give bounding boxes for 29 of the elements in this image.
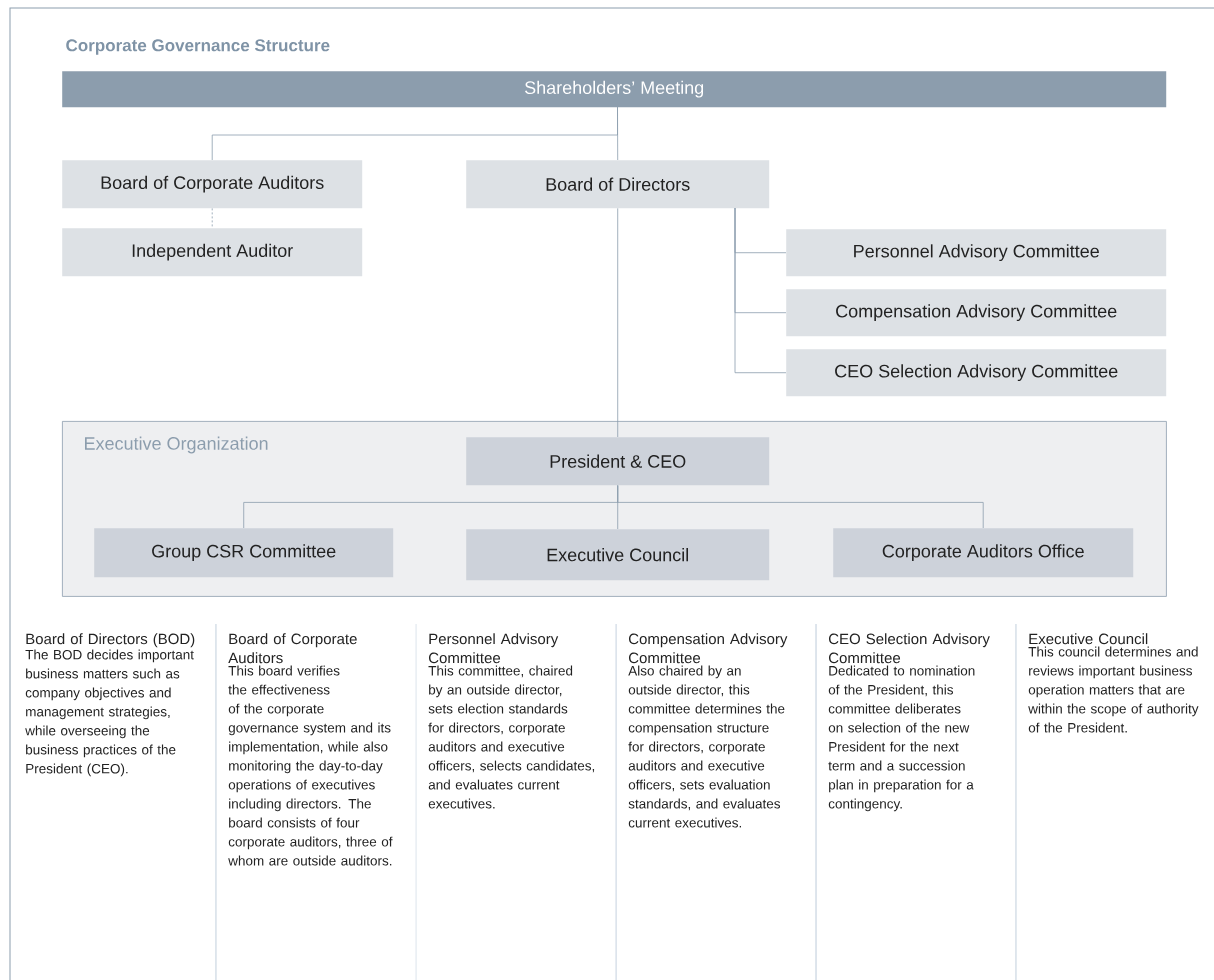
- description-text: This board verifies the effectiveness of the corporate governance system and its implementation, while also monitoring the day-to-day operations of executives including directors. The board consists of four corporate auditors, three of whom are outside auditors.: [228, 665, 393, 866]
- org-box: Personnel Advisory Committee: [786, 229, 1167, 277]
- connector-line: [617, 485, 984, 529]
- org-box: Executive Council: [466, 529, 770, 581]
- title: Corporate Governance Structure: [66, 39, 330, 55]
- org-box: Independent Auditor: [62, 228, 363, 277]
- column-heading: Board of Corporate Auditors: [228, 633, 357, 664]
- column-heading: Personnel Advisory Committee: [429, 633, 559, 664]
- connector-line: [211, 208, 213, 229]
- org-box: President & CEO: [466, 437, 770, 486]
- column-heading: CEO Selection Advisory Committee: [829, 633, 990, 664]
- header-bar: Shareholders’ Meeting: [62, 71, 1167, 108]
- column-heading: Board of Directors (BOD): [26, 633, 195, 648]
- connector-line: [734, 207, 787, 374]
- connector-line: [617, 208, 619, 438]
- column-heading: Executive Council: [1029, 633, 1148, 645]
- org-box: Board of Directors: [466, 160, 770, 209]
- org-box: Board of Corporate Auditors: [62, 160, 363, 209]
- org-box: Group CSR Committee: [94, 528, 394, 578]
- column-heading: Compensation Advisory Committee: [629, 633, 788, 664]
- org-box: Corporate Auditors Office: [833, 528, 1134, 578]
- org-box: Compensation Advisory Committee: [786, 289, 1167, 337]
- description-text: This committee, chaired by an outside director, sets election standards for directors, corporate auditors and executive officers, selects candidates, and evaluates current executives.: [428, 665, 595, 809]
- description-text: Also chaired by an outside director, this committee determines the compensation structure for directors, corporate auditors and executive officers, sets evaluation standards, and evaluates current executives.: [628, 665, 785, 828]
- description-text: This council determines and reviews important business operation matters that are within the scope of authority of the President.: [1028, 646, 1199, 733]
- description-text: The BOD decides important business matters such as company objectives and management strategies, while overseeing the business practices of the President (CEO).: [25, 649, 194, 777]
- org-box: CEO Selection Advisory Committee: [786, 349, 1167, 397]
- connector-line: [617, 106, 619, 161]
- description-text: Dedicated to nomination of the President, this committee deliberates on selection of the new President for the next term and a succession plan in preparation for a contingency.: [828, 665, 975, 812]
